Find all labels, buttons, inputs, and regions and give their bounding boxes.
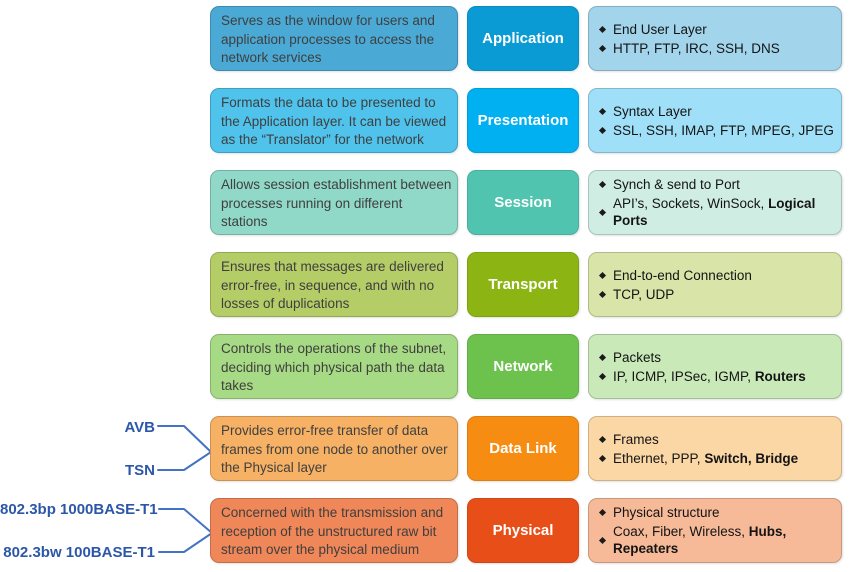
bullet-text: End User Layer [613,21,707,37]
layer-name-badge: Application [467,6,579,71]
bullet-diamond-icon [598,271,607,279]
bullet-text: Packets [613,349,662,365]
bullet-diamond-icon [598,353,607,361]
bullet-line: Ethernet, PPP, Switch, Bridge [598,450,837,467]
bullet-text: API’s, Sockets, WinSock, Logical Ports [613,196,816,228]
bullet-text: Physical structure [613,505,720,520]
bullet-line: TCP, UDP [598,286,837,303]
annotation-802-3bw: 802.3bw 100BASE-T1 [3,544,155,561]
bullet-diamond-icon [598,290,607,298]
layer-row: Ensures that messages are delivered erro… [210,252,842,317]
bullet-line: End-to-end Connection [598,267,837,284]
avb-connector-line [157,425,212,453]
layer-row: Serves as the window for users and appli… [210,6,842,71]
bullet-line: Packets [598,349,837,366]
layer-row: Formats the data to be presented to the … [210,88,842,153]
bullet-diamond-icon [598,208,607,216]
bp-connector-line [158,508,213,534]
annotation-tsn: TSN [125,462,155,479]
layer-description: Ensures that messages are delivered erro… [210,252,458,317]
bullet-text: TCP, UDP [613,286,675,302]
bullet-text: Coax, Fiber, Wireless, Hubs, Repeaters [613,524,787,556]
annotation-avb: AVB [124,419,155,436]
layer-description: Provides error-free transfer of data fra… [210,416,458,481]
bullet-text: Synch & send to Port [613,177,740,192]
bullet-diamond-icon [598,372,607,380]
bullet-diamond-icon [598,25,607,33]
bullet-diamond-icon [598,508,607,517]
layer-rows: Serves as the window for users and appli… [210,6,842,563]
bullet-text: Ethernet, PPP, Switch, Bridge [613,450,799,466]
layer-name-badge: Data Link [467,416,579,481]
layer-description: Formats the data to be presented to the … [210,88,458,153]
layer-description: Allows session establishment between pro… [210,170,458,235]
bullet-line: IP, ICMP, IPSec, IGMP, Routers [598,368,837,385]
bullet-line: SSL, SSH, IMAP, FTP, MPEG, JPEG [598,122,837,139]
bullet-diamond-icon [598,107,607,115]
bullet-text: Frames [613,431,659,447]
bullet-line: Coax, Fiber, Wireless, Hubs, Repeaters [598,523,837,557]
layer-row: Concerned with the transmission and rece… [210,498,842,563]
bullet-diamond-icon [598,454,607,462]
layer-name-badge: Network [467,334,579,399]
bullet-line: HTTP, FTP, IRC, SSH, DNS [598,40,837,57]
bullet-line: Frames [598,431,837,448]
layer-name-badge: Physical [467,498,579,563]
layer-row: Controls the operations of the subnet, d… [210,334,842,399]
bullet-text: IP, ICMP, IPSec, IGMP, Routers [613,368,806,384]
layer-description: Concerned with the transmission and rece… [210,498,458,563]
layer-name-badge: Transport [467,252,579,317]
annotation-802-3bp: 802.3bp 1000BASE-T1 [0,501,158,518]
bullet-diamond-icon [598,126,607,134]
bullet-diamond-icon [598,435,607,443]
bullet-line: End User Layer [598,21,837,38]
bullet-diamond-icon [598,44,607,52]
layer-name-badge: Presentation [467,88,579,153]
bullet-text: HTTP, FTP, IRC, SSH, DNS [613,40,780,56]
bullet-text: Syntax Layer [613,103,692,119]
layer-name-badge: Session [467,170,579,235]
bw-connector-line [158,532,213,553]
bullet-line: Syntax Layer [598,103,837,120]
layer-row: Provides error-free transfer of data fra… [210,416,842,481]
layer-description: Controls the operations of the subnet, d… [210,334,458,399]
layer-row: Allows session establishment between pro… [210,170,842,235]
bullet-line: Physical structure [598,504,837,521]
layer-description: Serves as the window for users and appli… [210,6,458,71]
tsn-connector-line [157,451,212,471]
bullet-text: End-to-end Connection [613,267,752,283]
bullet-diamond-icon [598,180,607,189]
bullet-line: API’s, Sockets, WinSock, Logical Ports [598,195,837,229]
bullet-diamond-icon [598,536,607,544]
bullet-text: SSL, SSH, IMAP, FTP, MPEG, JPEG [613,122,834,138]
bullet-line: Synch & send to Port [598,176,837,193]
